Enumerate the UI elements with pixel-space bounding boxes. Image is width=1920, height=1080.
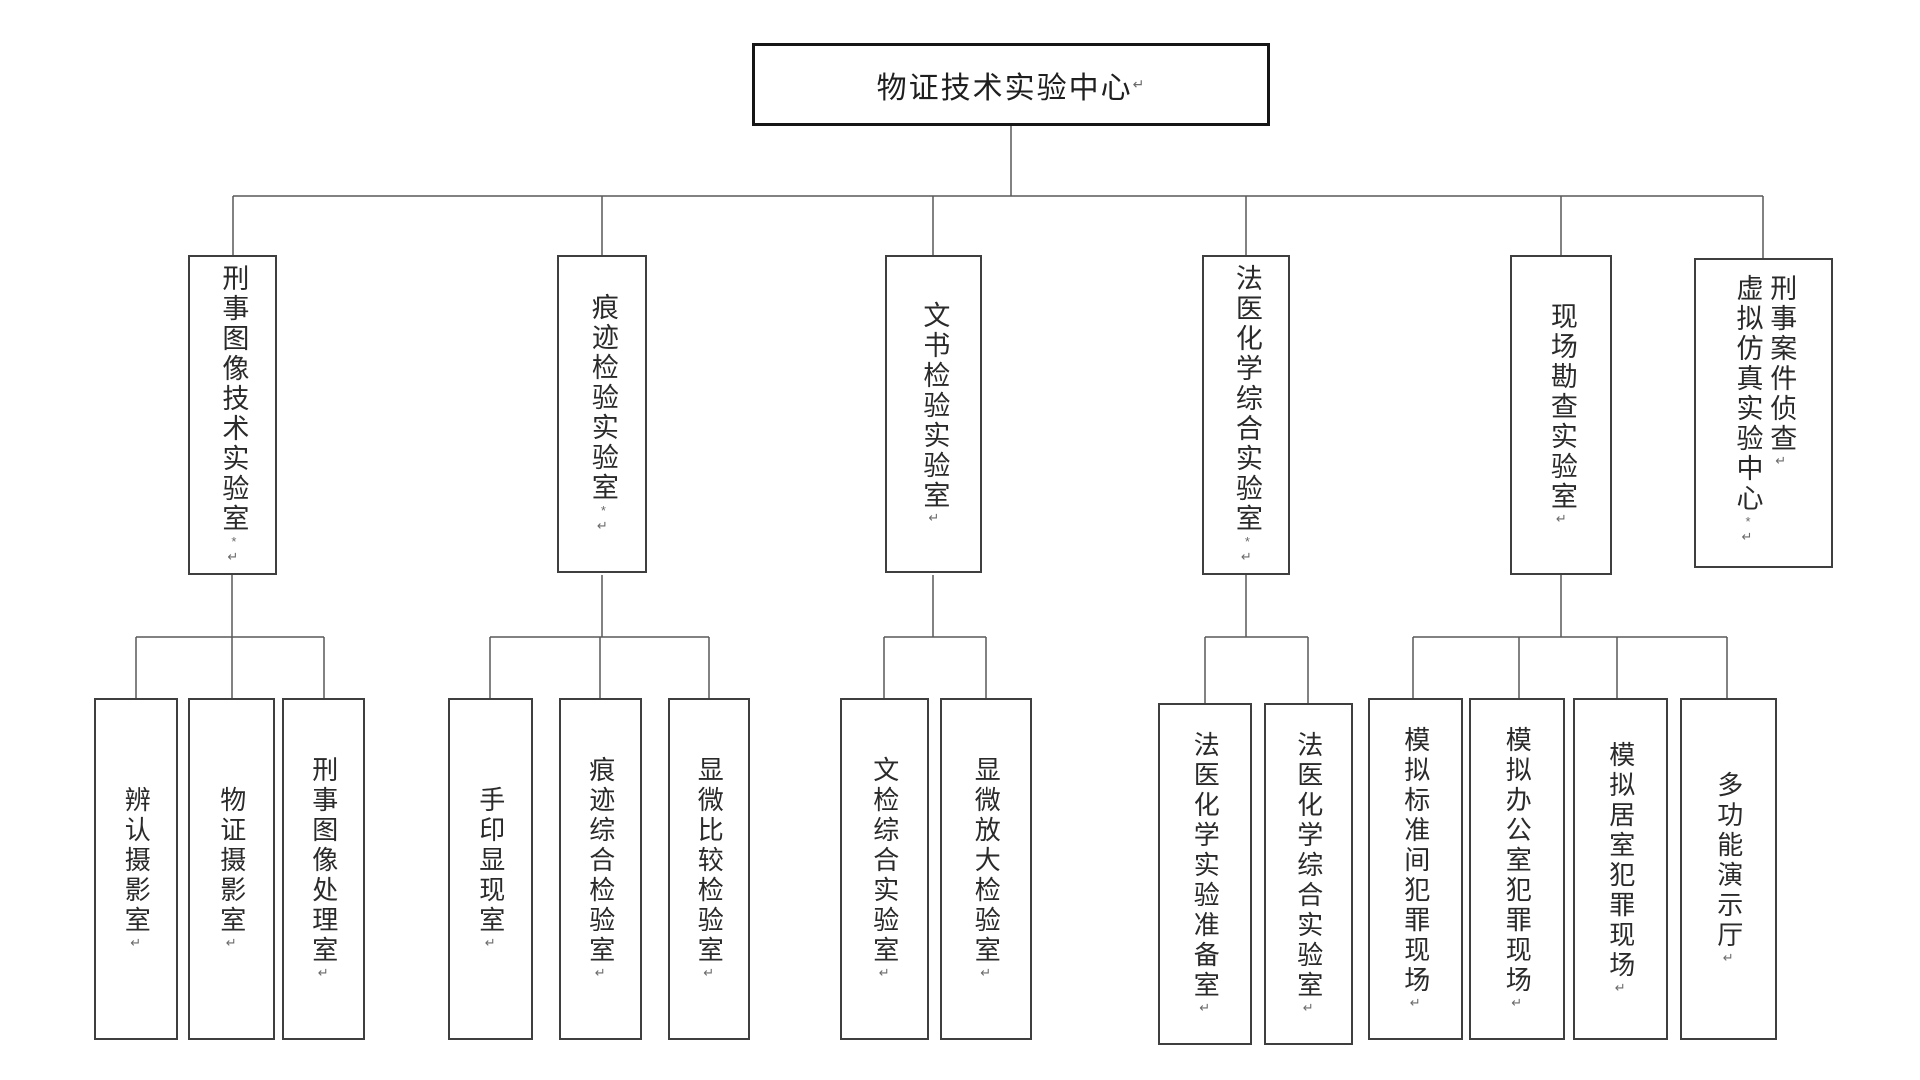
node-forensic-chem-comprehensive-room: 法医化学综合实验室↵ <box>1264 703 1353 1045</box>
node-forensic-chem-prep-room: 法医化学实验准备室↵ <box>1158 703 1252 1045</box>
node-label: 刑事图像技术实验室 <box>218 264 249 534</box>
node-root-label: 物证技术实验中心 <box>876 71 1133 105</box>
node-label: 物证摄影室 <box>216 786 247 936</box>
paragraph-mark: ↵ <box>1613 981 1629 997</box>
paragraph-mark: ↵ <box>702 966 718 982</box>
node-micro-comparison-exam-room: 显微比较检验室↵ <box>668 698 750 1040</box>
node-label: 显微比较检验室 <box>694 756 725 966</box>
node-fingerprint-development-room: 手印显现室↵ <box>448 698 533 1040</box>
paragraph-mark: ↵ <box>1774 454 1790 470</box>
node-label: 文检综合实验室 <box>869 756 900 966</box>
node-trace-comprehensive-exam-room: 痕迹综合检验室↵ <box>559 698 642 1040</box>
node-document-exam-comprehensive-lab: 文检综合实验室↵ <box>840 698 929 1040</box>
paragraph-mark: ↵ <box>1510 996 1526 1012</box>
node-mock-standard-room-crime-scene: 模拟标准间犯罪现场↵ <box>1368 698 1463 1040</box>
node-mock-residence-crime-scene: 模拟居室犯罪现场↵ <box>1573 698 1668 1040</box>
paragraph-mark: ↵ <box>1132 76 1146 92</box>
node-label: 显微放大检验室 <box>971 756 1002 966</box>
node-label: 手印显现室 <box>475 786 506 936</box>
paragraph-mark: ↵ <box>877 966 893 982</box>
node-virtual-simulation-center: 刑事案件侦查↵ 虚拟仿真实验中心*↵ <box>1694 258 1833 568</box>
node-label: 模拟居室犯罪现场 <box>1605 741 1636 981</box>
paragraph-mark: ↵ <box>1198 1001 1214 1017</box>
node-forensic-chem-comprehensive-lab: 法医化学综合实验室*↵ <box>1202 255 1290 575</box>
paragraph-mark: *↵ <box>226 534 242 566</box>
node-micro-magnification-exam-room: 显微放大检验室↵ <box>940 698 1032 1040</box>
paragraph-mark: ↵ <box>1408 996 1424 1012</box>
paragraph-mark: ↵ <box>927 511 943 527</box>
node-label: 辨认摄影室 <box>121 786 152 936</box>
node-label: 模拟标准间犯罪现场 <box>1400 726 1431 996</box>
paragraph-mark: *↵ <box>1740 514 1756 546</box>
node-label: 模拟办公室犯罪现场 <box>1502 726 1533 996</box>
node-mock-office-crime-scene: 模拟办公室犯罪现场↵ <box>1469 698 1565 1040</box>
node-recognition-photography-room: 辨认摄影室↵ <box>94 698 178 1040</box>
node-label: 法医化学综合实验室 <box>1293 731 1324 1001</box>
node-trace-exam-lab: 痕迹检验实验室*↵ <box>557 255 647 573</box>
node-label: 现场勘查实验室 <box>1546 302 1577 512</box>
paragraph-mark: ↵ <box>316 966 332 982</box>
paragraph-mark: ↵ <box>1554 512 1570 528</box>
node-label: 文书检验实验室 <box>919 301 950 511</box>
paragraph-mark: *↵ <box>595 503 611 535</box>
node-label: 法医化学综合实验室 <box>1231 264 1262 534</box>
paragraph-mark: ↵ <box>1301 1001 1317 1017</box>
paragraph-mark: ↵ <box>224 936 240 952</box>
node-label: 法医化学实验准备室 <box>1190 731 1221 1001</box>
node-scene-investigation-lab: 现场勘查实验室↵ <box>1510 255 1612 575</box>
paragraph-mark: ↵ <box>483 936 499 952</box>
paragraph-mark: *↵ <box>1239 534 1255 566</box>
node-document-exam-lab: 文书检验实验室↵ <box>885 255 982 573</box>
node-label: 刑事图像处理室 <box>308 756 339 966</box>
node-label: 痕迹综合检验室 <box>585 756 616 966</box>
node-label-line-1: 刑事案件侦查 <box>1766 274 1797 454</box>
node-label: 痕迹检验实验室 <box>587 293 618 503</box>
node-label: 多功能演示厅 <box>1713 771 1744 951</box>
paragraph-mark: ↵ <box>979 966 995 982</box>
paragraph-mark: ↵ <box>593 966 609 982</box>
paragraph-mark: ↵ <box>129 936 145 952</box>
node-multifunction-demo-hall: 多功能演示厅↵ <box>1680 698 1777 1040</box>
node-evidence-photography-room: 物证摄影室↵ <box>188 698 275 1040</box>
paragraph-mark: ↵ <box>1721 951 1737 967</box>
node-root-center: 物证技术实验中心↵ <box>752 43 1270 126</box>
node-label-line-2: 虚拟仿真实验中心 <box>1732 274 1763 514</box>
node-criminal-image-processing-room: 刑事图像处理室↵ <box>282 698 365 1040</box>
node-criminal-image-tech-lab: 刑事图像技术实验室*↵ <box>188 255 277 575</box>
